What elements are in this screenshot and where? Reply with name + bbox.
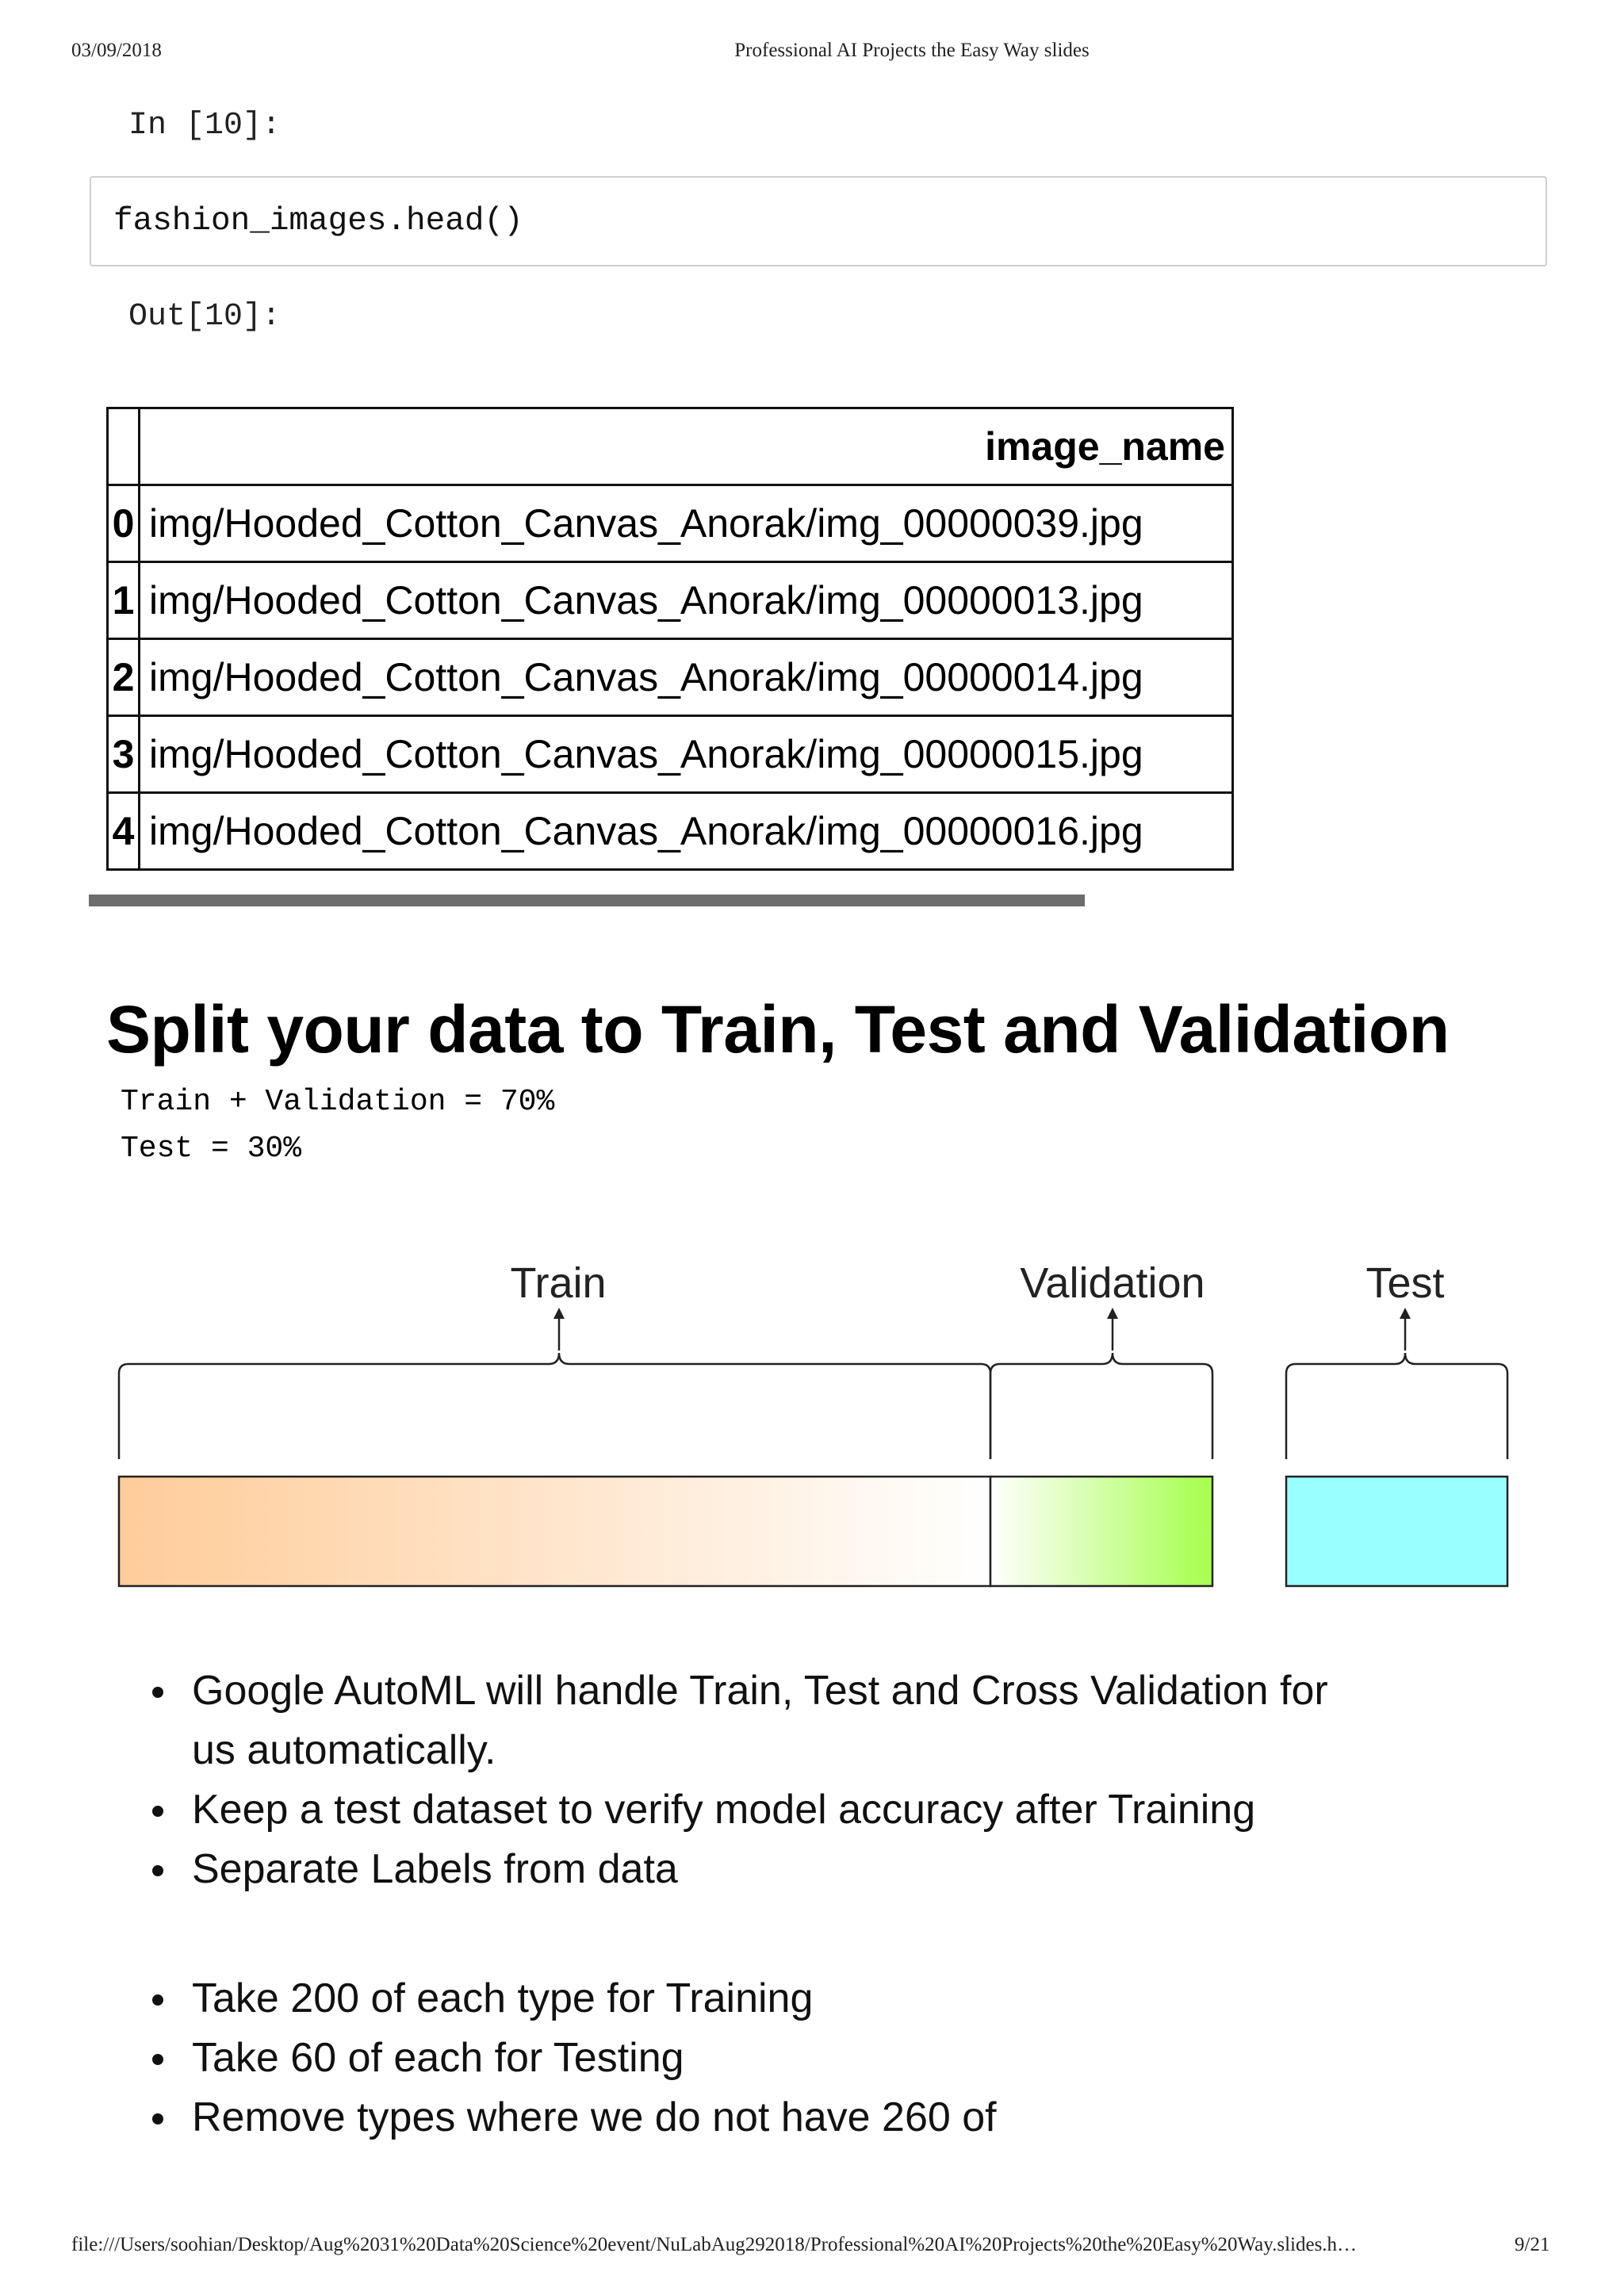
table-row: 0 img/Hooded_Cotton_Canvas_Anorak/img_00… — [106, 484, 1234, 563]
split-diagram: Train Validation Test — [117, 1259, 1509, 1588]
table-row: 4 img/Hooded_Cotton_Canvas_Anorak/img_00… — [106, 791, 1234, 871]
test-label: Test — [1365, 1259, 1444, 1307]
row-index: 4 — [106, 791, 141, 871]
out-prompt: Out[10]: — [128, 299, 282, 335]
bullet-text: Keep a test dataset to verify model accu… — [192, 1787, 1256, 1833]
train-label: Train — [510, 1259, 606, 1307]
horizontal-scrollbar[interactable] — [89, 895, 1085, 906]
table-cell: img/Hooded_Cotton_Canvas_Anorak/img_0000… — [138, 561, 1234, 640]
table-row: 3 img/Hooded_Cotton_Canvas_Anorak/img_00… — [106, 715, 1234, 794]
row-index: 3 — [106, 715, 141, 794]
bullet-dot — [152, 2054, 163, 2065]
row-index: 1 — [106, 561, 141, 640]
test-brace — [1285, 1352, 1509, 1459]
row-index: 0 — [106, 484, 141, 563]
bullet-dot — [152, 1687, 163, 1698]
index-header — [106, 407, 141, 486]
print-date: 03/09/2018 — [71, 40, 162, 61]
label-arrows — [553, 1308, 1411, 1351]
print-footer-url: file:///Users/soohian/Desktop/Aug%2031%2… — [71, 2234, 1358, 2255]
bullet-text: Separate Labels from data — [192, 1846, 678, 1892]
table-cell: img/Hooded_Cotton_Canvas_Anorak/img_0000… — [138, 715, 1234, 794]
list-item: Google AutoML will handle Train, Test an… — [0, 1661, 1348, 1780]
train-brace — [117, 1352, 992, 1459]
bullet-dot — [152, 1806, 163, 1817]
test-bar — [1285, 1475, 1509, 1588]
code-cell[interactable]: fashion_images.head() — [90, 176, 1547, 266]
validation-label: Validation — [1020, 1259, 1205, 1307]
table-cell: img/Hooded_Cotton_Canvas_Anorak/img_0000… — [138, 484, 1234, 563]
bullet-text: Take 60 of each for Testing — [192, 2035, 684, 2081]
bullet-text: Take 200 of each type for Training — [192, 1975, 814, 2021]
table-cell: img/Hooded_Cotton_Canvas_Anorak/img_0000… — [138, 791, 1234, 871]
column-header-image-name: image_name — [138, 407, 1234, 486]
dataframe-output[interactable]: image_name 0 img/Hooded_Cotton_Canvas_An… — [106, 407, 1234, 878]
row-index: 2 — [106, 638, 141, 717]
bullet-dot — [152, 2113, 163, 2125]
bullet-text: Google AutoML will handle Train, Test an… — [192, 1668, 1328, 1773]
bullet-text: Remove types where we do not have 260 of — [192, 2094, 997, 2140]
table-cell: img/Hooded_Cotton_Canvas_Anorak/img_0000… — [138, 638, 1234, 717]
bullet-dot — [152, 1865, 163, 1876]
table-row: 2 img/Hooded_Cotton_Canvas_Anorak/img_00… — [106, 638, 1234, 717]
brace-lines — [117, 1352, 1509, 1459]
split-line-train-validation: Train + Validation = 70% — [121, 1085, 555, 1119]
print-title: Professional AI Projects the Easy Way sl… — [734, 40, 1090, 61]
dataframe-table: image_name 0 img/Hooded_Cotton_Canvas_An… — [106, 407, 1234, 871]
list-item: Separate Labels from data — [0, 1840, 1348, 1899]
bullet-dot — [152, 1994, 163, 2006]
split-line-test: Test = 30% — [121, 1132, 302, 1166]
slide-heading: Split your data to Train, Test and Valid… — [106, 992, 1450, 1067]
print-page-number: 9/21 — [1515, 2234, 1550, 2255]
list-item: Keep a test dataset to verify model accu… — [0, 1780, 1348, 1840]
in-prompt: In [10]: — [128, 108, 282, 144]
bullet-list-automl: Google AutoML will handle Train, Test an… — [0, 1661, 1348, 1899]
table-row: 1 img/Hooded_Cotton_Canvas_Anorak/img_00… — [106, 561, 1234, 640]
list-item: Take 60 of each for Testing — [0, 2029, 1348, 2088]
bullet-list-sampling: Take 200 of each type for Training Take … — [0, 1969, 1348, 2147]
list-item: Take 200 of each type for Training — [0, 1969, 1348, 2029]
validation-brace — [989, 1352, 1214, 1459]
table-header-row: image_name — [106, 407, 1234, 486]
list-item: Remove types where we do not have 260 of — [0, 2088, 1348, 2147]
validation-bar — [989, 1475, 1214, 1588]
train-bar — [117, 1475, 992, 1588]
